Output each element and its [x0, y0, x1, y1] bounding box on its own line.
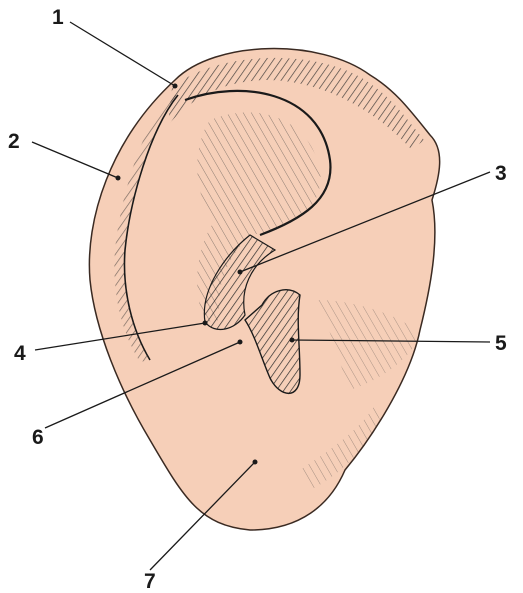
callout-1: 1	[52, 6, 64, 29]
callout-5: 5	[495, 332, 507, 355]
leader-dot-4	[203, 321, 208, 326]
leader-2	[32, 142, 118, 178]
leader-dot-7	[253, 460, 258, 465]
callout-3: 3	[495, 162, 507, 185]
callout-4: 4	[14, 342, 26, 365]
leader-1	[70, 22, 175, 86]
callout-6: 6	[32, 426, 44, 449]
leader-dot-5	[290, 338, 295, 343]
leader-dot-2	[116, 176, 121, 181]
leader-dot-1	[173, 84, 178, 89]
leader-dot-6	[238, 340, 243, 345]
leader-dot-3	[238, 270, 243, 275]
callout-2: 2	[8, 130, 20, 153]
callout-7: 7	[144, 570, 156, 593]
